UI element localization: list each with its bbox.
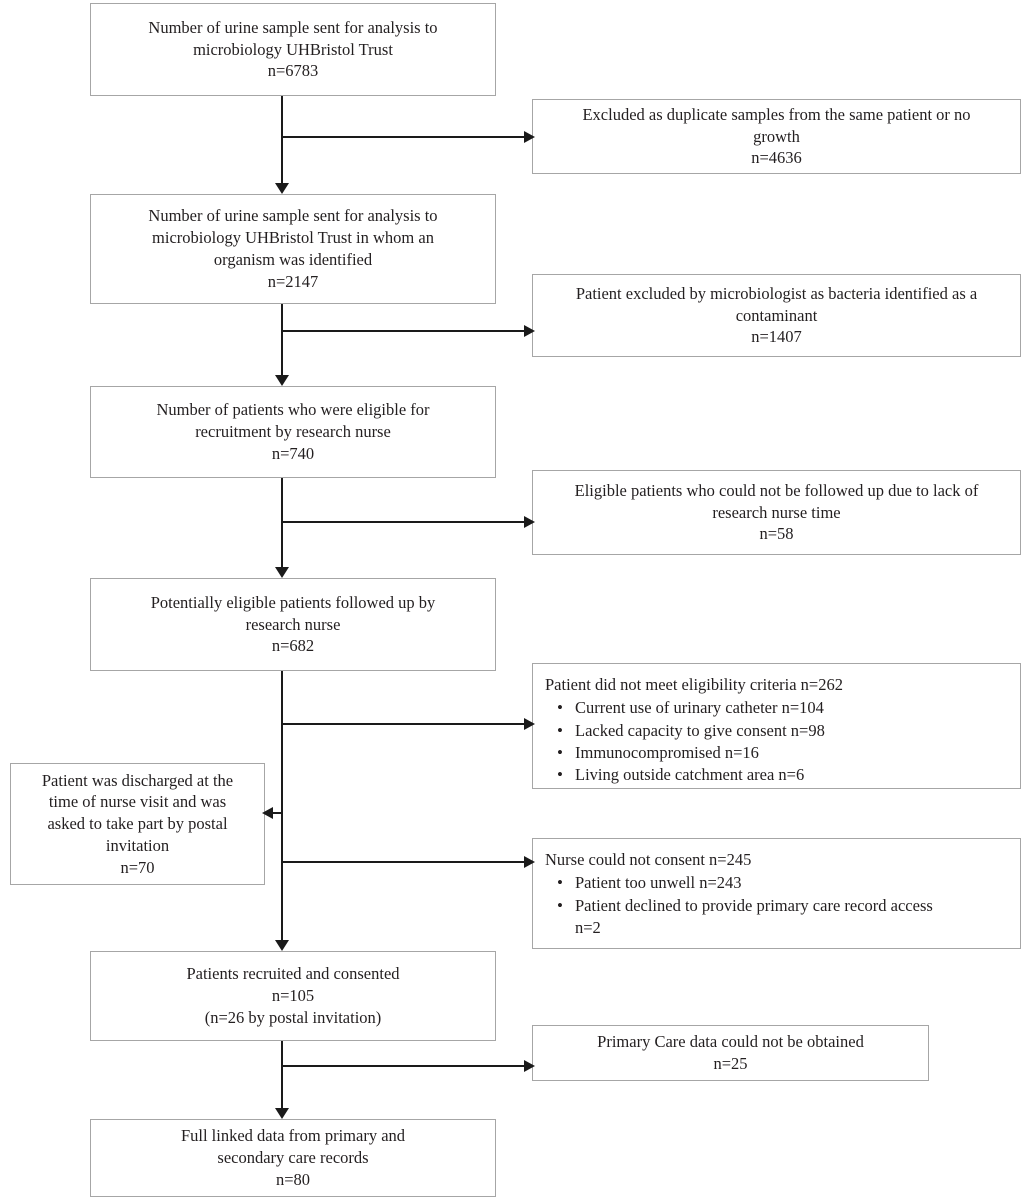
node-organism-identified: Number of urine sample sent for analysis… (90, 194, 496, 304)
node-line: Number of patients who were eligible for (156, 400, 430, 420)
node-line: Patients recruited and consented (186, 964, 400, 984)
list-item: Patient too unwell n=243 (557, 872, 933, 895)
node-excluded-contaminant: Patient excluded by microbiologist as ba… (532, 274, 1021, 357)
eligibility-bullet-list: Current use of urinary catheter n=104 La… (545, 697, 825, 787)
node-line: Primary Care data could not be obtained (597, 1032, 864, 1052)
node-line: Potentially eligible patients followed u… (150, 592, 436, 612)
arrow-right-5 (524, 1060, 535, 1072)
node-count: n=740 (271, 443, 315, 463)
connector-vertical-3 (281, 478, 283, 568)
node-line: secondary care records (217, 1148, 369, 1168)
node-line: recruitment by research nurse (195, 422, 391, 442)
bullet-text: Living outside catchment area n=6 (575, 765, 805, 785)
connector-branch-3 (281, 521, 526, 523)
node-primary-care-data-not-obtained: Primary Care data could not be obtained … (532, 1025, 929, 1081)
arrow-down-1 (275, 183, 289, 194)
connector-vertical-2 (281, 304, 283, 376)
node-line: microbiology UHBristol Trust (193, 39, 393, 59)
connector-branch-2 (281, 330, 526, 332)
bullet-text: Patient too unwell n=243 (575, 873, 742, 893)
node-followed-up: Potentially eligible patients followed u… (90, 578, 496, 671)
node-line: Number of urine sample sent for analysis… (148, 206, 438, 226)
node-line: time of nurse visit and was (48, 792, 227, 812)
node-excluded-duplicates: Excluded as duplicate samples from the s… (532, 99, 1021, 174)
node-line: invitation (105, 835, 170, 855)
connector-branch-4b (281, 861, 526, 863)
list-item: Immunocompromised n=16 (557, 742, 825, 765)
node-line: Patient was discharged at the (41, 770, 234, 790)
bullet-text-count: n=2 (575, 917, 601, 937)
arrow-right-1 (524, 131, 535, 143)
node-count: n=682 (271, 636, 315, 656)
list-item: Living outside catchment area n=6 (557, 764, 825, 787)
node-line: contaminant (735, 305, 818, 325)
arrow-down-3 (275, 567, 289, 578)
node-line: microbiology UHBristol Trust in whom an (152, 228, 434, 248)
nurse-consent-bullet-list: Patient too unwell n=243 Patient decline… (545, 872, 933, 939)
list-item: Patient declined to provide primary care… (557, 895, 933, 940)
node-samples-sent: Number of urine sample sent for analysis… (90, 3, 496, 96)
arrow-right-3 (524, 516, 535, 528)
nurse-consent-heading: Nurse could not consent n=245 (545, 850, 752, 869)
node-line: Eligible patients who could not be follo… (574, 480, 979, 500)
node-line: asked to take part by postal (47, 814, 228, 834)
node-full-linked-data: Full linked data from primary and second… (90, 1119, 496, 1197)
node-line: organism was identified (213, 250, 373, 269)
node-line: research nurse (245, 614, 341, 634)
arrow-down-5 (275, 1108, 289, 1119)
list-item: Lacked capacity to give consent n=98 (557, 720, 825, 743)
bullet-text: Patient declined to provide primary care… (575, 895, 933, 915)
node-count: n=1407 (751, 327, 802, 347)
node-count: n=80 (275, 1169, 311, 1189)
arrow-right-4b (524, 856, 535, 868)
connector-vertical-1 (281, 96, 283, 184)
connector-branch-5 (281, 1065, 526, 1067)
node-line: Patient excluded by microbiologist as ba… (575, 283, 978, 303)
node-nurse-could-not-consent: Nurse could not consent n=245 Patient to… (532, 838, 1021, 949)
node-line: research nurse time (712, 502, 841, 522)
node-count: n=70 (120, 857, 155, 877)
node-line: Excluded as duplicate samples from the s… (582, 104, 971, 124)
bullet-text: Lacked capacity to give consent n=98 (575, 720, 825, 740)
node-line: Number of urine sample sent for analysis… (148, 17, 438, 37)
node-line: (n=26 by postal invitation) (204, 1007, 382, 1027)
node-eligible-for-recruitment: Number of patients who were eligible for… (90, 386, 496, 478)
arrow-down-4 (275, 940, 289, 951)
connector-vertical-5 (281, 1041, 283, 1109)
node-count: n=2147 (267, 271, 319, 291)
arrow-right-4a (524, 718, 535, 730)
connector-vertical-4 (281, 671, 283, 941)
node-count: n=25 (713, 1054, 748, 1073)
node-count: n=6783 (267, 61, 319, 81)
arrow-right-2 (524, 325, 535, 337)
arrow-left-1 (262, 807, 273, 819)
eligibility-heading: Patient did not meet eligibility criteri… (545, 675, 843, 694)
node-count: n=105 (271, 986, 315, 1006)
connector-branch-4a (281, 723, 526, 725)
list-item: Current use of urinary catheter n=104 (557, 697, 825, 720)
arrow-down-2 (275, 375, 289, 386)
node-count: n=4636 (751, 148, 802, 168)
node-recruited-consented: Patients recruited and consented n=105 (… (90, 951, 496, 1041)
node-count: n=58 (759, 524, 794, 544)
connector-branch-left (272, 812, 283, 814)
node-line: growth (753, 126, 800, 146)
connector-branch-1 (281, 136, 526, 138)
node-not-meet-eligibility: Patient did not meet eligibility criteri… (532, 663, 1021, 789)
bullet-text: Current use of urinary catheter n=104 (575, 698, 824, 718)
bullet-text: Immunocompromised n=16 (575, 742, 759, 762)
node-postal-invitation: Patient was discharged at the time of nu… (10, 763, 265, 885)
node-line: Full linked data from primary and (180, 1126, 406, 1146)
node-excluded-nurse-time: Eligible patients who could not be follo… (532, 470, 1021, 555)
